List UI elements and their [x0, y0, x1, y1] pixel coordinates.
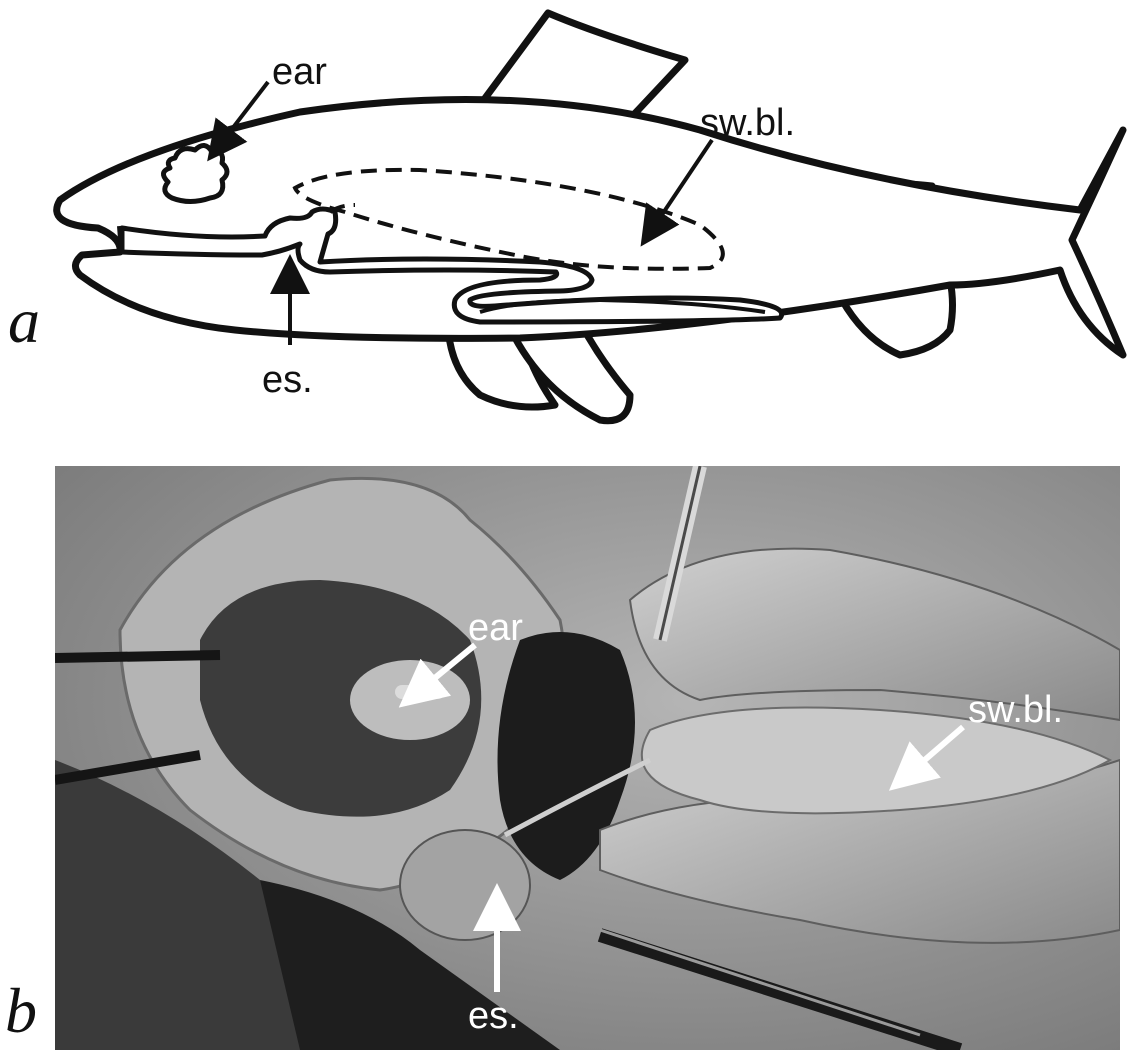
panel-letter-a: a	[8, 285, 40, 356]
esophagus-blob	[400, 830, 530, 940]
label-swim-bladder-a: sw.bl.	[700, 102, 795, 144]
pin-upper-left	[55, 655, 220, 658]
label-esophagus-a: es.	[262, 359, 313, 401]
panel-b-photo	[55, 466, 1120, 1050]
label-ear-b: ear	[468, 607, 523, 649]
label-esophagus-b: es.	[468, 995, 519, 1037]
panel-a-diagram: ear sw.bl. es. a	[8, 13, 1123, 421]
label-ear-a: ear	[272, 51, 327, 93]
panel-letter-b: b	[5, 975, 37, 1046]
label-swim-bladder-b: sw.bl.	[968, 689, 1063, 731]
